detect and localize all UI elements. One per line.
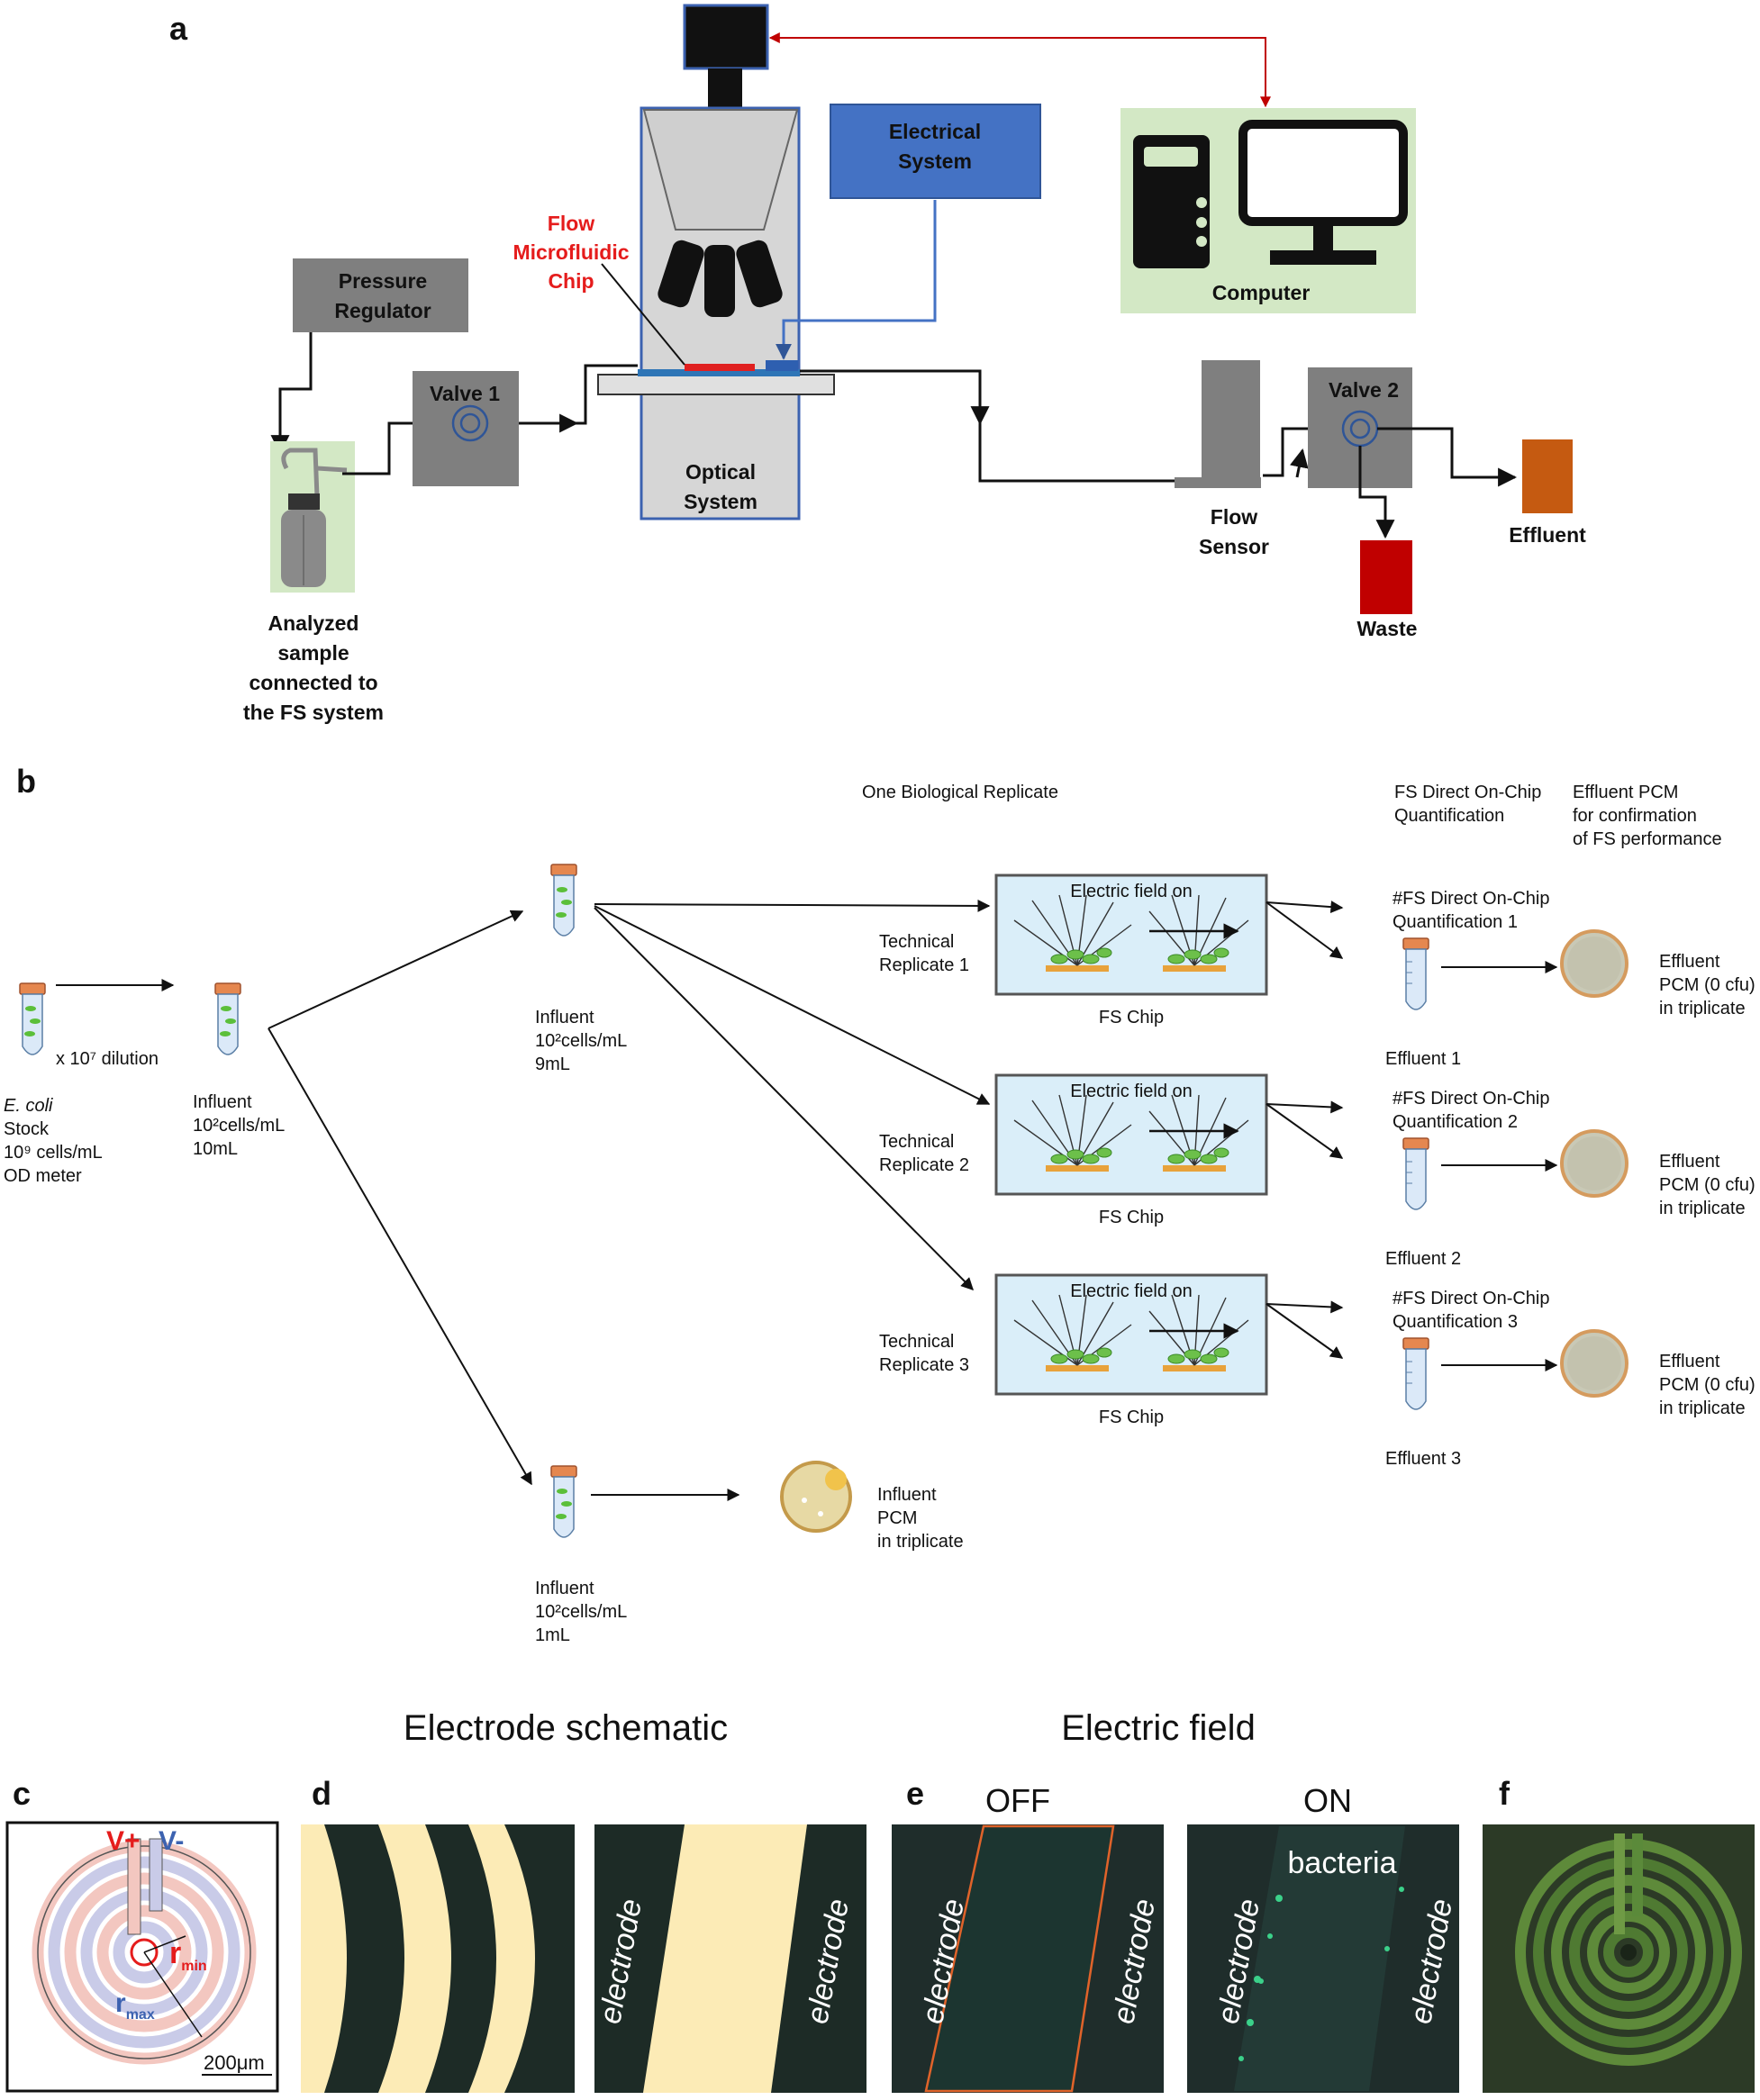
field-off-image: [892, 1824, 1164, 2093]
electric-field-on-1: Electric field on: [1070, 882, 1193, 901]
camera-computer-link: [768, 32, 1271, 108]
regulator-line: [270, 332, 313, 455]
panel-b-label: b: [16, 763, 36, 800]
camera: [683, 4, 769, 70]
electrical-system-box: [830, 104, 1041, 199]
tube-valve1-chip: [576, 364, 638, 425]
waste-label: Waste: [1357, 617, 1418, 640]
valve2-label: Valve 2: [1329, 378, 1399, 402]
flow-sensor: [1202, 360, 1260, 481]
tube-sensor-valve2: [1263, 427, 1308, 477]
effluent-label: Effluent: [1509, 523, 1586, 547]
stock-tube: [19, 982, 46, 1055]
influent-9ml-tube: [550, 864, 577, 937]
fs-chip-label-1: FS Chip: [1099, 1008, 1164, 1027]
camera-mount: [708, 68, 742, 108]
electric-field-on-3: Electric field on: [1070, 1281, 1193, 1301]
sample-cap: [288, 493, 320, 510]
effluent-dish-1: [1560, 929, 1628, 998]
electrical-wire: [776, 200, 937, 360]
fs-chip-label-3: FS Chip: [1099, 1408, 1164, 1427]
effluent-dish-3: [1560, 1329, 1628, 1398]
field-off-label: OFF: [985, 1782, 1050, 1819]
effluent-2-label: Effluent 2: [1385, 1249, 1461, 1269]
tube-sample-valve1: [342, 421, 413, 475]
chip-base: [638, 369, 800, 376]
scale-bar-label: 200μm: [204, 2051, 265, 2074]
tube-valve2-waste: [1358, 446, 1395, 539]
panel-f-label: f: [1499, 1775, 1511, 1812]
v-minus-label: V-: [159, 1826, 184, 1856]
field-on-image: [1187, 1824, 1459, 2093]
electric-field-title: Electric field: [1061, 1708, 1256, 1748]
effluent-container: [1522, 439, 1573, 513]
dilution-label: x 10⁷ dilution: [56, 1049, 159, 1069]
flow-microfluidic-chip: [685, 364, 755, 371]
effluent-3-label: Effluent 3: [1385, 1449, 1461, 1469]
flow-chip-pointer: [601, 263, 685, 366]
computer-tower: [1133, 135, 1210, 268]
bacteria-label: bacteria: [1288, 1846, 1397, 1880]
panel-d-label: d: [312, 1775, 331, 1812]
waste-container: [1360, 540, 1412, 614]
tube-valve2-effluent: [1377, 427, 1518, 487]
electrode-schematic-title: Electrode schematic: [404, 1708, 728, 1748]
effluent-tube-2: [1402, 1137, 1429, 1210]
v-plus-label: V+: [106, 1826, 141, 1856]
valve1-box: [413, 371, 519, 486]
fluorescence-electrode-image: [1483, 1824, 1755, 2093]
pressure-regulator-box: [293, 258, 468, 332]
chip-electrode: [766, 360, 798, 371]
header-biological-replicate: One Biological Replicate: [862, 783, 1058, 802]
electrode-stripes-image: [301, 1824, 575, 2093]
microscope-stage: [597, 374, 835, 395]
tube-chip-sensor: [800, 369, 1187, 483]
electrode-spiral: [32, 1840, 257, 2065]
electrode-closeup-image: [594, 1824, 866, 2093]
panel-a-label: a: [169, 10, 188, 47]
effluent-tube-3: [1402, 1337, 1429, 1410]
effluent-tube-1: [1402, 937, 1429, 1010]
field-on-label: ON: [1303, 1782, 1352, 1819]
valve1-label: Valve 1: [430, 382, 500, 405]
panel-e-label: e: [906, 1775, 924, 1812]
r-min-label: rmin: [169, 1936, 207, 1974]
effluent-1-label: Effluent 1: [1385, 1049, 1461, 1069]
monitor: [1238, 120, 1408, 226]
r-max-label: rmax: [115, 1988, 155, 2023]
panel-c-label: c: [13, 1775, 31, 1812]
computer-label: Computer: [1212, 281, 1311, 304]
fs-chip-label-2: FS Chip: [1099, 1208, 1164, 1227]
effluent-dish-2: [1560, 1129, 1628, 1198]
influent-10ml-tube: [214, 982, 241, 1055]
influent-dish: [780, 1461, 852, 1533]
electric-field-on-2: Electric field on: [1070, 1082, 1193, 1101]
microscope-body: [642, 109, 799, 231]
objective-lenses: [658, 240, 783, 317]
influent-1ml-tube: [550, 1465, 577, 1538]
